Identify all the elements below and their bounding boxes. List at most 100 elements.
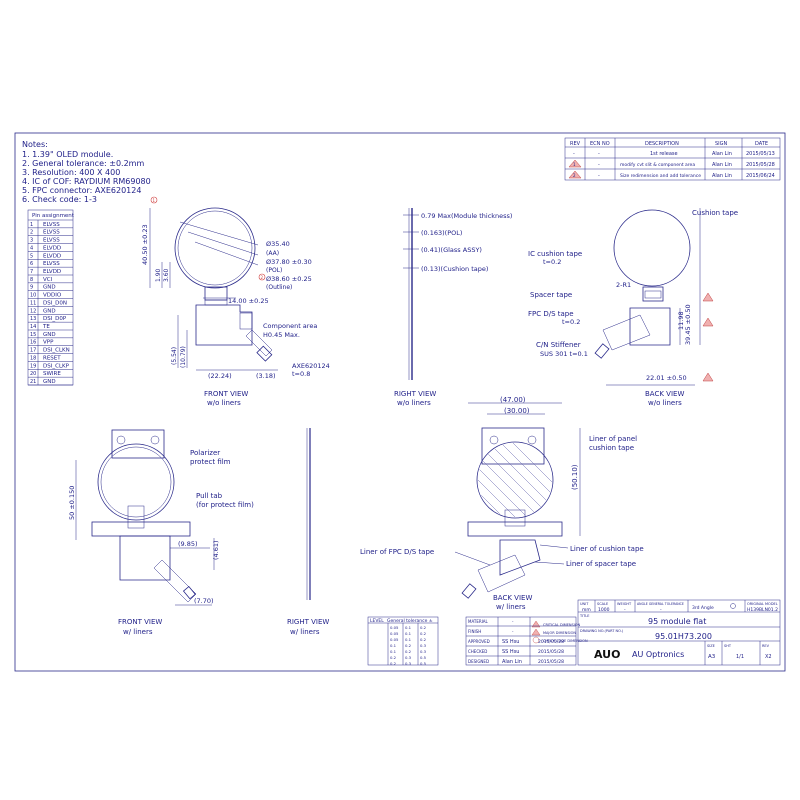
material-value: -: [512, 619, 514, 624]
liners-dim-4-61: (4.61): [212, 540, 220, 560]
rev-row1-ecn: -: [598, 151, 600, 157]
checked-label: CHECKED: [468, 649, 487, 654]
note-line-2: 2. General tolerance: ±0.2mm: [22, 159, 144, 168]
pin-signal: RESET: [43, 355, 61, 361]
drawing-no-label: DRAWING NO.(PART NO.): [580, 629, 624, 633]
fpc-ds-thickness: t=0.2: [562, 318, 580, 326]
approved-name: SS Hsu: [502, 639, 519, 645]
dim-width: 14.00 ±0.25: [228, 297, 269, 305]
component-area-label: Component area: [263, 322, 317, 330]
cushion-tape-label: Cushion tape: [692, 209, 738, 217]
pin-signal: GND: [43, 308, 56, 314]
liner-fpc-label: Liner of FPC D/S tape: [360, 548, 434, 556]
tolerance-cell: 0.05: [390, 637, 399, 642]
pull-tab-label: Pull tab: [196, 492, 223, 500]
oled-circle: [174, 207, 256, 289]
layer-cushion: (0.13)(Cushion tape): [421, 265, 488, 273]
layer-glass: (0.41)(Glass ASSY): [421, 246, 482, 254]
back-circle: [613, 209, 691, 287]
pin-signal: GND: [43, 332, 56, 338]
sheet-border: [14, 132, 786, 672]
liners-dim-7-70: (7.70): [194, 597, 214, 605]
right-view-drawing: 0.79 Max(Module thickness) (0.163)(POL) …: [394, 208, 512, 407]
rev-row3-sign: Alan Lin: [712, 173, 732, 179]
rev-header-ecn: ECN NO: [590, 141, 610, 147]
liners-dim-47: (47.00): [500, 396, 526, 404]
polarizer-label: Polarizer: [190, 449, 220, 457]
right-view-liners-subcaption: w/ liners: [290, 628, 320, 636]
rev-header-rev: REV: [570, 141, 581, 147]
dim-5-54: (5.54): [171, 347, 178, 365]
pin-number: 5: [30, 253, 33, 259]
check-marker-1: [150, 196, 158, 204]
drawing-title: 95 module flat: [648, 617, 706, 626]
liner-panel-sub: cushion tape: [589, 444, 634, 452]
dim-3-18: (3.18): [256, 372, 276, 380]
pin-number: 11: [30, 300, 36, 306]
checked-date: 2015/05/28: [538, 649, 564, 655]
pin-number: 15: [30, 332, 36, 338]
tolerance-cell: 0.1: [405, 625, 412, 630]
back-dim-22-01: 22.01 ±0.50: [646, 374, 687, 382]
rev-row3-date: 2015/06/24: [746, 173, 775, 179]
model-value: H139BLN01.2: [747, 607, 778, 613]
pin-number: 4: [30, 245, 33, 251]
pin-signal: VDDIO: [43, 293, 62, 299]
right-view-caption: RIGHT VIEW: [394, 390, 436, 398]
approved-label: APPROVED: [468, 639, 490, 644]
rev-row2-desc: modify cvt slit & component area: [620, 162, 695, 168]
pin-number: 7: [30, 269, 33, 275]
front-view-liners-caption: FRONT VIEW: [118, 618, 162, 626]
rev-header-sign: SIGN: [715, 141, 728, 147]
pin-signal: ELVDD: [43, 245, 61, 251]
liner-circle: [476, 441, 554, 519]
active-area-circle: [177, 210, 253, 286]
tolerance-cell: 0.2: [390, 655, 397, 660]
rev-row1-rev: -: [573, 151, 575, 157]
note-line-6: 6. Check code: 1-3: [22, 195, 97, 204]
pin-number: 1: [30, 222, 33, 228]
finish-label: FINISH: [468, 629, 481, 634]
legend-major: MAJOR DIMENSION: [543, 631, 576, 635]
pin-signal: ELVSS: [43, 238, 60, 244]
rev-triangle-2: [568, 170, 582, 179]
rev-row3-rev: 2: [573, 173, 576, 178]
back-view-drawing: Cushion tape IC cushion tape t=0.2 Space…: [528, 208, 738, 407]
size-value: A3: [708, 654, 716, 660]
pin-signal: GND: [43, 285, 56, 291]
third-angle-icon: [730, 603, 736, 609]
auo-logo: AUO: [594, 648, 620, 661]
rev-row2-rev: 1: [573, 162, 576, 167]
stiffener-label: C/N Stiffener: [536, 341, 581, 349]
company-name: AU Optronics: [632, 650, 684, 659]
pin-number: 20: [30, 371, 36, 377]
tolerance-cell: 0.05: [390, 631, 399, 636]
pin-signal: VPP: [43, 340, 54, 346]
dim-1-90: 1.90: [155, 268, 162, 282]
tolerance-cell: 0.1: [405, 637, 412, 642]
pin-number: 13: [30, 316, 36, 322]
sheet-value: 1/1: [736, 654, 744, 660]
rev-row3-desc: Size redimension and add tolerance: [620, 173, 701, 179]
dim-height: 40.50 ±0.23: [141, 224, 149, 265]
stiffener-material: SUS 301 t=0.1: [540, 350, 588, 358]
back-view-liners-subcaption: w/ liners: [496, 603, 526, 611]
pin-number: 8: [30, 277, 33, 283]
notes-block: Notes: 1. 1.39" OLED module. 2. General …: [22, 140, 151, 204]
tolerance-cell: 0.3: [405, 661, 412, 666]
scale-value: 1000: [598, 607, 610, 613]
connector-thickness: t=0.8: [292, 370, 310, 378]
rev-triangle-1: [568, 159, 582, 168]
weight-label: WEIGHT: [617, 602, 632, 606]
tolerance-cell: 0.3: [420, 649, 427, 654]
dim-outline-note: (Outline): [266, 284, 292, 291]
note-line-4: 4. IC of COF: RAYDIUM RM69080: [22, 177, 151, 186]
dim-pol-note: (POL): [266, 267, 282, 274]
rev-row3-ecn: -: [598, 173, 600, 179]
radius-label: 2-R1: [616, 281, 631, 289]
rev-value: X2: [765, 654, 772, 660]
back-view-liners-drawing: (47.00) (30.00) (50.10) Liner of panel c…: [360, 396, 644, 611]
